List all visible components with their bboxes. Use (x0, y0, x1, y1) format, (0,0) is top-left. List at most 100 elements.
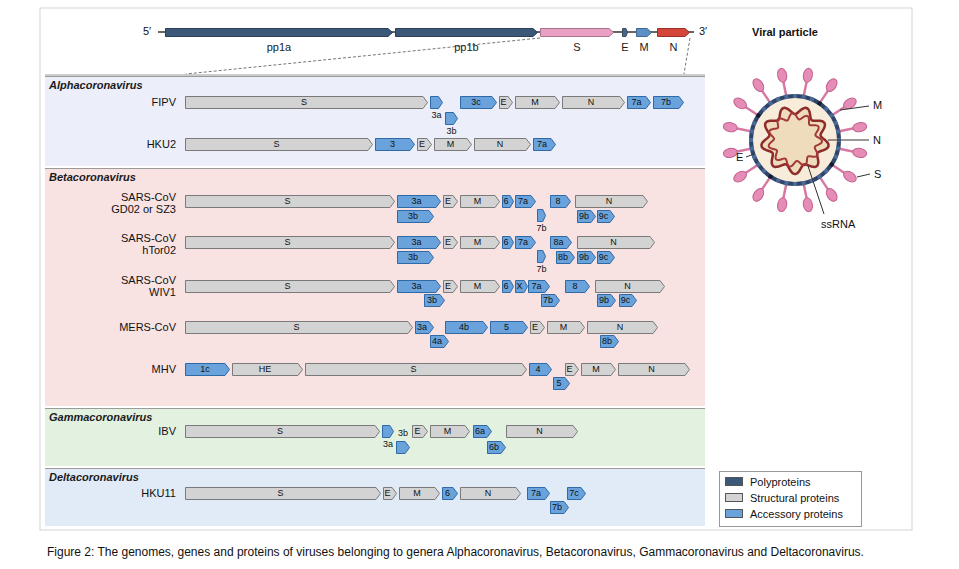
gene-label: 6 (504, 280, 509, 293)
gene-arrow-outline (418, 138, 432, 150)
gene-arrow-outline (431, 335, 449, 347)
gene-arrow-shape (537, 250, 546, 263)
gene-arrow-outline (578, 251, 596, 263)
gene-label: 6b (489, 441, 499, 454)
membrane-protein (801, 181, 806, 186)
spike-stem (762, 90, 771, 103)
spike-stem (832, 107, 845, 116)
gene-arrow-shape (382, 425, 394, 438)
gene-arrow: 7b (653, 96, 684, 109)
gene-arrow: E (412, 425, 428, 438)
gene-arrow: 3a (397, 236, 441, 249)
gene-label: 3a (411, 280, 421, 293)
gene-label: E (445, 195, 451, 208)
gene-arrow-outline (529, 280, 550, 292)
gene-arrow: 9c (619, 294, 637, 307)
gene-arrow-outline (461, 280, 500, 292)
genus-band: AlphacoronavirusS3a3b3cEMN7a7bS3EMN7a (45, 76, 705, 166)
gene-arrow-outline (598, 210, 615, 222)
gene-label: pp1a (267, 41, 291, 53)
gene-label: 7b (552, 501, 562, 514)
gene-arrow-outline (507, 425, 578, 437)
figure-frame (40, 8, 912, 530)
gene-arrow-outline (398, 280, 441, 292)
gene-arrow: M (430, 425, 470, 438)
gene-label: 9b (579, 210, 589, 223)
gene-arrow-outline (623, 28, 628, 36)
spike-stem (736, 128, 752, 131)
gene-arrow: E (499, 96, 513, 109)
spike-stem (838, 128, 854, 131)
gene-arrow-outline (306, 363, 527, 375)
gene-label: 7c (569, 487, 579, 500)
gene-arrow-outline (186, 96, 428, 108)
gene-arrow: N (575, 195, 648, 208)
gene-label: 6a (475, 425, 485, 438)
gene-label: M (474, 280, 482, 293)
spike-head (732, 169, 749, 184)
gene-arrow-outline (588, 321, 658, 333)
gene-arrow: 7a (515, 236, 536, 249)
gene-label: E (445, 280, 451, 293)
gene-label: 7a (631, 96, 641, 109)
legend-swatch (725, 509, 743, 518)
gene-arrow: E (622, 28, 628, 37)
gene-arrow-outline (516, 280, 528, 292)
gene-arrow-shape (550, 195, 571, 208)
gene-arrow: 3c (460, 96, 497, 109)
spike-head (776, 197, 788, 212)
gene-arrow: S (305, 363, 527, 376)
gene-label: 7b (537, 223, 547, 234)
gene-label: 3a (417, 321, 427, 334)
gene-arrow-outline (186, 321, 413, 333)
gene-arrow: 3b (396, 441, 410, 454)
gene-label: 6 (504, 195, 509, 208)
gene-arrow: M (515, 96, 560, 109)
virus-name: SARS-CoV WIV1 (106, 274, 176, 298)
membrane-protein (768, 174, 774, 180)
gene-label: 5 (556, 377, 561, 390)
spike-stem (783, 183, 786, 199)
gene-label: 4 (535, 363, 540, 376)
virus-name: MERS-CoV (106, 321, 176, 333)
gene-arrow: 9c (597, 210, 615, 223)
gene-arrow: 3 (375, 138, 415, 151)
gene-arrow-outline (538, 209, 546, 221)
gene-arrow-outline (461, 195, 500, 207)
gene-label: 7b (661, 96, 671, 109)
gene-arrow: S (185, 96, 428, 109)
gene-label: S (293, 321, 299, 334)
spike-stem (819, 90, 828, 103)
gene-label: 6 (504, 236, 509, 249)
membrane-protein (793, 94, 797, 98)
gene-arrow: 3a (415, 321, 434, 334)
gene-label: E (567, 363, 573, 376)
gene-arrow: 6 (502, 236, 514, 249)
gene-arrow: 8b (600, 335, 619, 348)
gene-label: 7b (537, 264, 547, 275)
gene-arrow: E (565, 363, 579, 376)
gene-label: N (617, 321, 624, 334)
gene-arrow-outline (538, 250, 546, 262)
gene-label: 3b (446, 126, 456, 137)
gene-arrow-outline (376, 138, 415, 150)
gene-arrow: 9b (577, 251, 596, 264)
gene-label: S (410, 363, 416, 376)
gene-arrow: S (185, 236, 395, 249)
gene-arrow: M (636, 28, 652, 37)
gene-label: E (385, 487, 391, 500)
gene-arrow: 9b (597, 294, 616, 307)
gene-arrow: 5 (553, 377, 570, 390)
gene-arrow-outline (186, 138, 373, 150)
spike-head (824, 77, 839, 94)
gene-arrow: S (185, 425, 380, 438)
membrane-protein (833, 154, 838, 159)
gene-arrow-outline (566, 280, 590, 292)
gene-arrow-outline (654, 96, 684, 108)
gene-arrow: 9c (597, 251, 615, 264)
terminus-label: 3′ (699, 25, 707, 37)
legend-box (720, 472, 862, 527)
gene-label: E (532, 321, 538, 334)
part-label: S (874, 168, 881, 180)
gene-arrow: N (562, 96, 625, 109)
